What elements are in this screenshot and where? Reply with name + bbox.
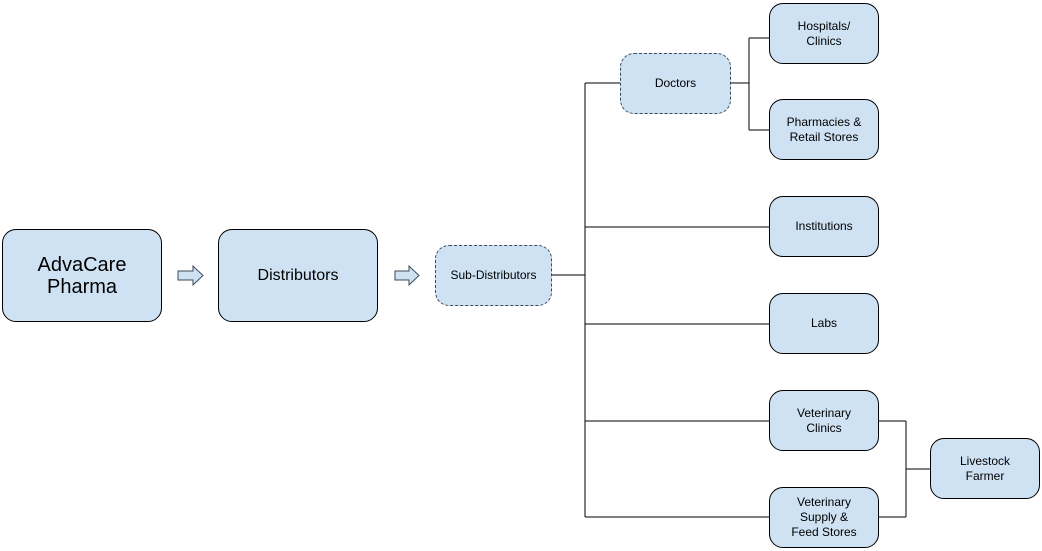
node-livestock-farmer: Livestock Farmer (930, 438, 1040, 499)
node-doctors: Doctors (620, 53, 731, 114)
node-sub-distributors: Sub-Distributors (435, 245, 552, 306)
node-institutions: Institutions (769, 196, 879, 257)
node-veterinary-clinics: Veterinary Clinics (769, 390, 879, 451)
node-distributors: Distributors (218, 229, 378, 322)
node-pharmacies-retail-stores: Pharmacies & Retail Stores (769, 99, 879, 160)
node-hospitals-clinics: Hospitals/ Clinics (769, 3, 879, 64)
node-advacare-pharma: AdvaCare Pharma (2, 229, 162, 322)
arrow-advacare-to-distributors (177, 264, 204, 287)
node-labs: Labs (769, 293, 879, 354)
node-veterinary-supply-feed-stores: Veterinary Supply & Feed Stores (769, 487, 879, 548)
arrow-distributors-to-sub-distributors (394, 264, 420, 287)
